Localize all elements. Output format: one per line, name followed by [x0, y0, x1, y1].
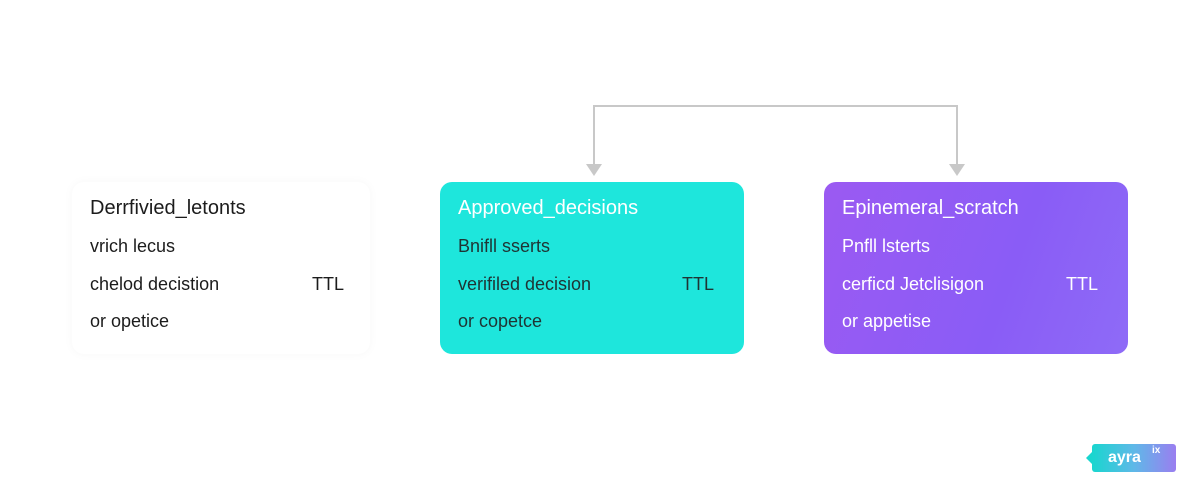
ttl-label: TTL: [312, 274, 345, 294]
ttl-label: TTL: [682, 274, 715, 294]
node-derived-elements: Derrfivied_letonts vrich lecus chelod de…: [72, 182, 370, 354]
arrow-head-approved: [586, 164, 602, 176]
ttl-label: TTL: [1066, 274, 1099, 294]
node-title: Derrfivied_letonts: [90, 197, 246, 219]
node-line: Pnfll lsterts: [842, 236, 931, 256]
brand-suffix: ix: [1152, 445, 1161, 456]
node-title: Epinemeral_scratch: [842, 197, 1019, 219]
node-line: verifiled decision: [458, 274, 592, 294]
node-line: vrich lecus: [90, 236, 176, 256]
node-line: cerficd Jetclisigon: [842, 274, 985, 294]
brand-name: ayra: [1108, 449, 1141, 466]
node-title: Approved_decisions: [458, 197, 639, 219]
node-ephemeral-scratch: Epinemeral_scratch Pnfll lsterts cerficd…: [824, 182, 1128, 354]
connector-line: [593, 105, 958, 166]
node-line: chelod decistion: [90, 274, 220, 294]
node-line: or opetice: [90, 311, 170, 331]
node-line: Bnifll sserts: [458, 236, 551, 256]
arrow-head-ephemeral: [949, 164, 965, 176]
node-line: or appetise: [842, 311, 932, 331]
node-approved-decisions: Approved_decisions Bnifll sserts verifil…: [440, 182, 744, 354]
brand-logo: ayra ix: [1086, 444, 1176, 472]
node-line: or copetce: [458, 311, 543, 331]
